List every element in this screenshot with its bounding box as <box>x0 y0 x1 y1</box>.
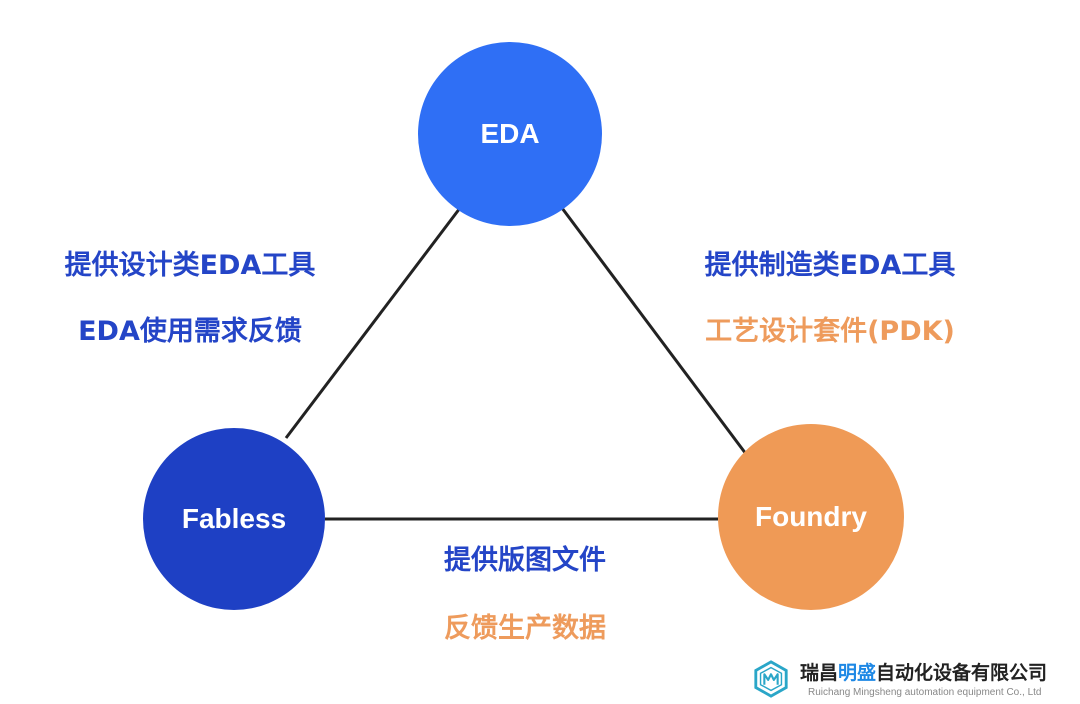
eda-fabless-label-1: 提供设计类EDA工具 <box>64 250 316 281</box>
eda-foundry-label-1: 提供制造类EDA工具 <box>704 250 956 281</box>
company-name-prefix: 瑞昌 <box>800 662 839 684</box>
foundry-node: Foundry <box>718 424 904 610</box>
eda-node-label: EDA <box>480 118 540 149</box>
company-logo-icon <box>754 660 788 698</box>
fabless-foundry-label-2: 反馈生产数据 <box>444 613 606 644</box>
company-name-highlight: 明盛 <box>838 662 877 684</box>
eda-node: EDA <box>418 42 602 226</box>
edge-eda-fabless <box>284 207 462 439</box>
company-name-suffix: 自动化设备有限公司 <box>876 662 1048 684</box>
company-english-name: Ruichang Mingsheng automation equipment … <box>808 687 1042 698</box>
fabless-node: Fabless <box>143 428 325 610</box>
eda-foundry-label-2: 工艺设计套件(PDK) <box>705 316 955 347</box>
foundry-node-label: Foundry <box>755 501 867 532</box>
eda-fabless-label-2: EDA使用需求反馈 <box>78 316 302 347</box>
fabless-node-label: Fabless <box>181 503 287 534</box>
company-watermark: 瑞昌明盛自动化设备有限公司 Ruichang Mingsheng automat… <box>748 656 1078 702</box>
fabless-foundry-label-1: 提供版图文件 <box>444 545 606 576</box>
edge-eda-foundry <box>560 207 748 455</box>
company-name: 瑞昌明盛自动化设备有限公司 <box>800 658 1047 685</box>
